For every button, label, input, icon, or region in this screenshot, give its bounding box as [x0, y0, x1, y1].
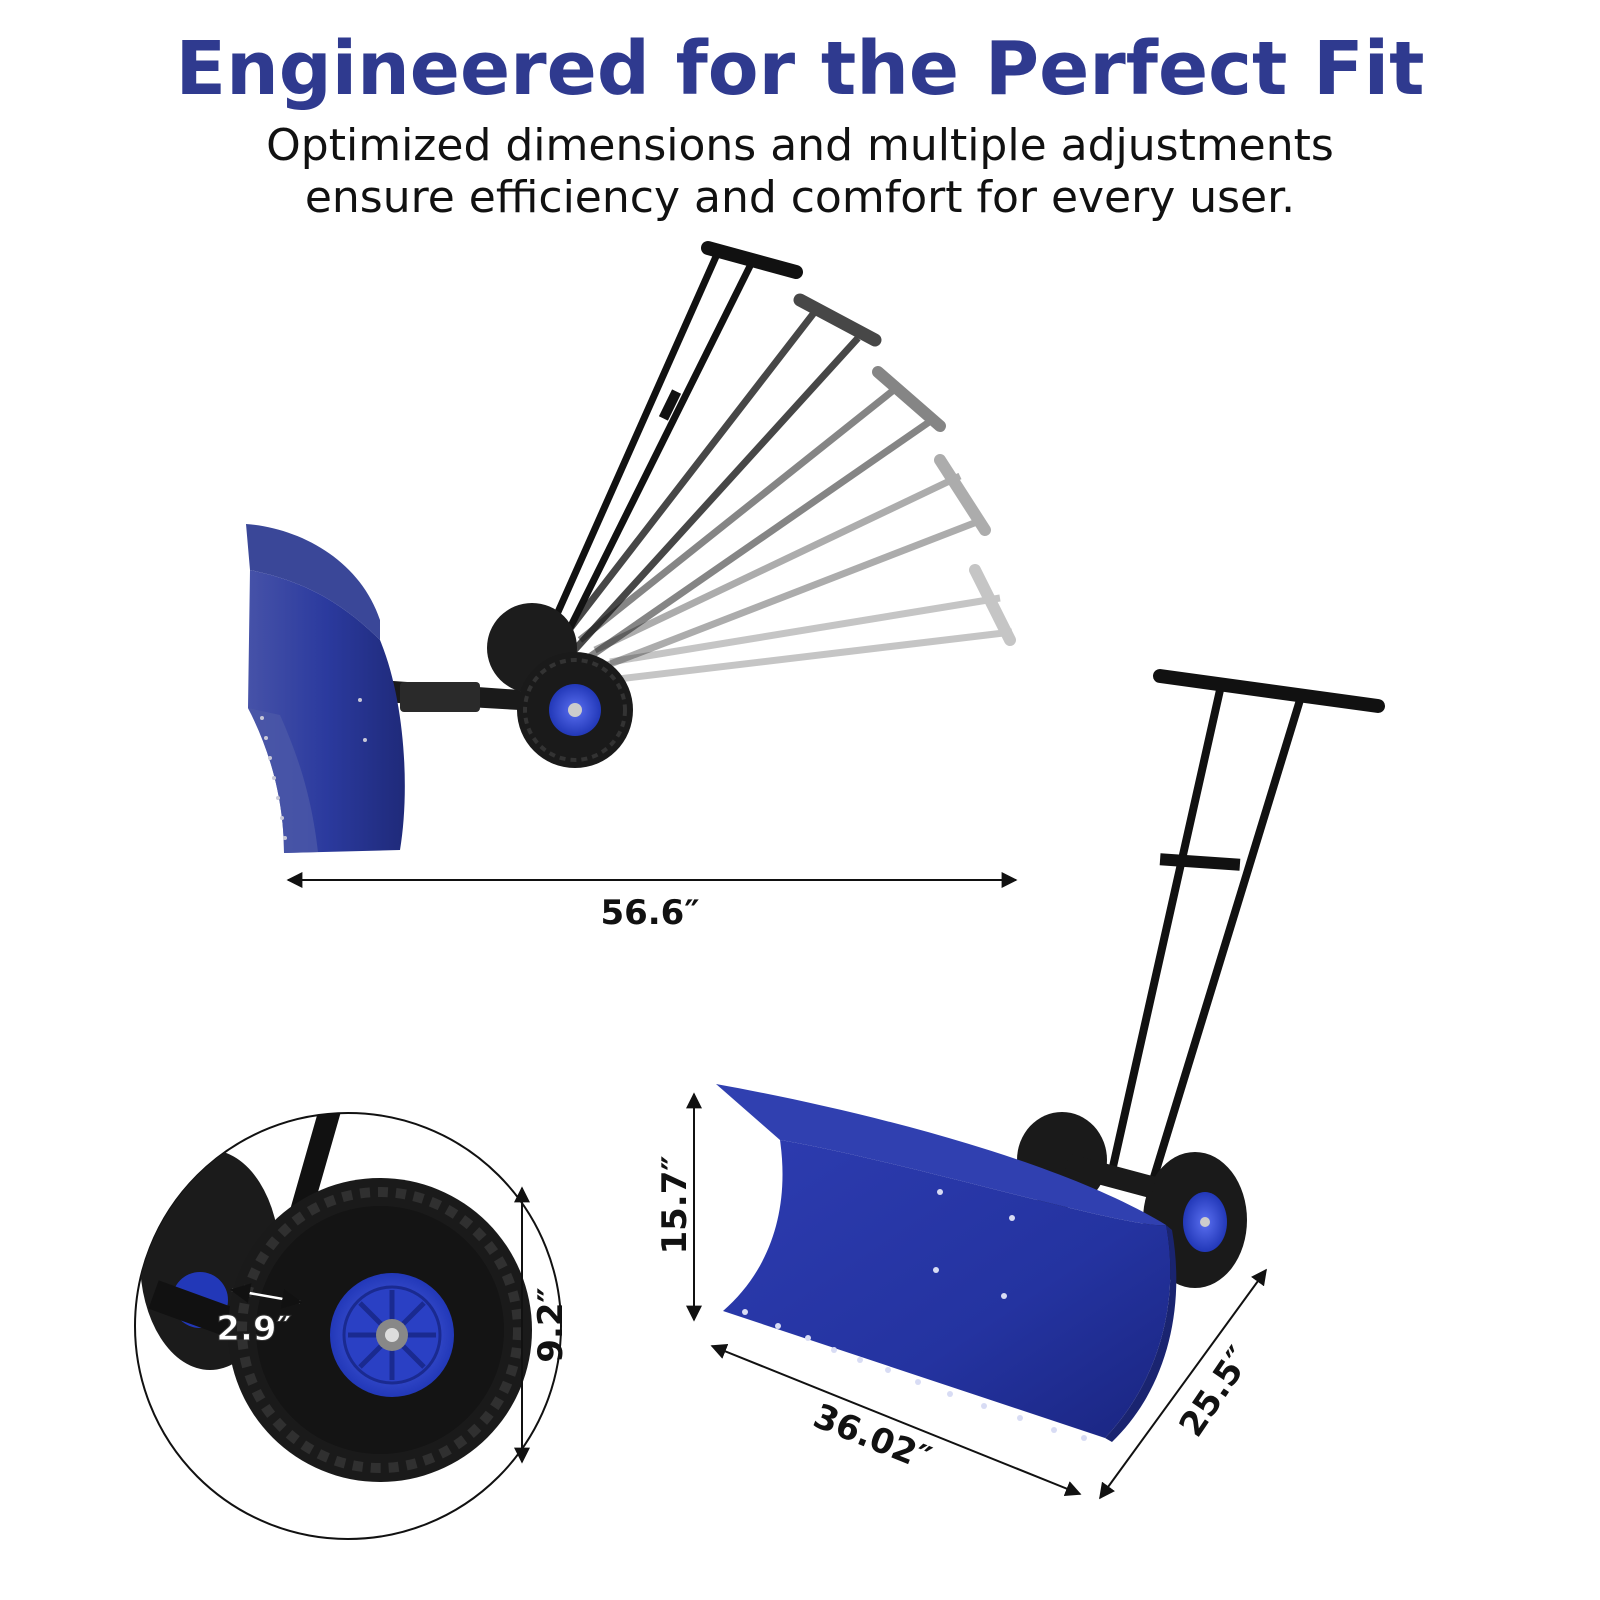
handle-position-3: [577, 366, 946, 663]
front-view-shovel: [716, 669, 1385, 1442]
wheel-width-dimension: [230, 1283, 302, 1309]
wheel-closeup: [134, 1112, 562, 1540]
handle-position-5: [609, 564, 1016, 684]
blade-depth-dimension: [1099, 1268, 1267, 1500]
wheel-width-label: 2.9″: [216, 1309, 291, 1349]
blade-width-label: 36.02″: [808, 1396, 937, 1479]
blade-width-dimension: [710, 1343, 1082, 1497]
headline: Engineered for the Perfect Fit: [175, 26, 1425, 112]
blade-depth-label: 25.5″: [1172, 1340, 1261, 1445]
subtitle-line-1: Optimized dimensions and multiple adjust…: [266, 120, 1334, 171]
overall-length-label: 56.6″: [600, 893, 699, 933]
wheel-diameter-label: 9.2″: [531, 1287, 571, 1362]
side-view-shovel: [246, 241, 1016, 853]
side-blade: [246, 524, 405, 853]
subtitle-line-2: ensure efficiency and comfort for every …: [304, 172, 1296, 223]
handle-position-2: [562, 293, 882, 658]
side-wheel: [517, 652, 633, 768]
handle-position-1: [546, 241, 803, 650]
handle-position-4: [593, 454, 991, 672]
blade-height-label: 15.7″: [655, 1155, 695, 1254]
